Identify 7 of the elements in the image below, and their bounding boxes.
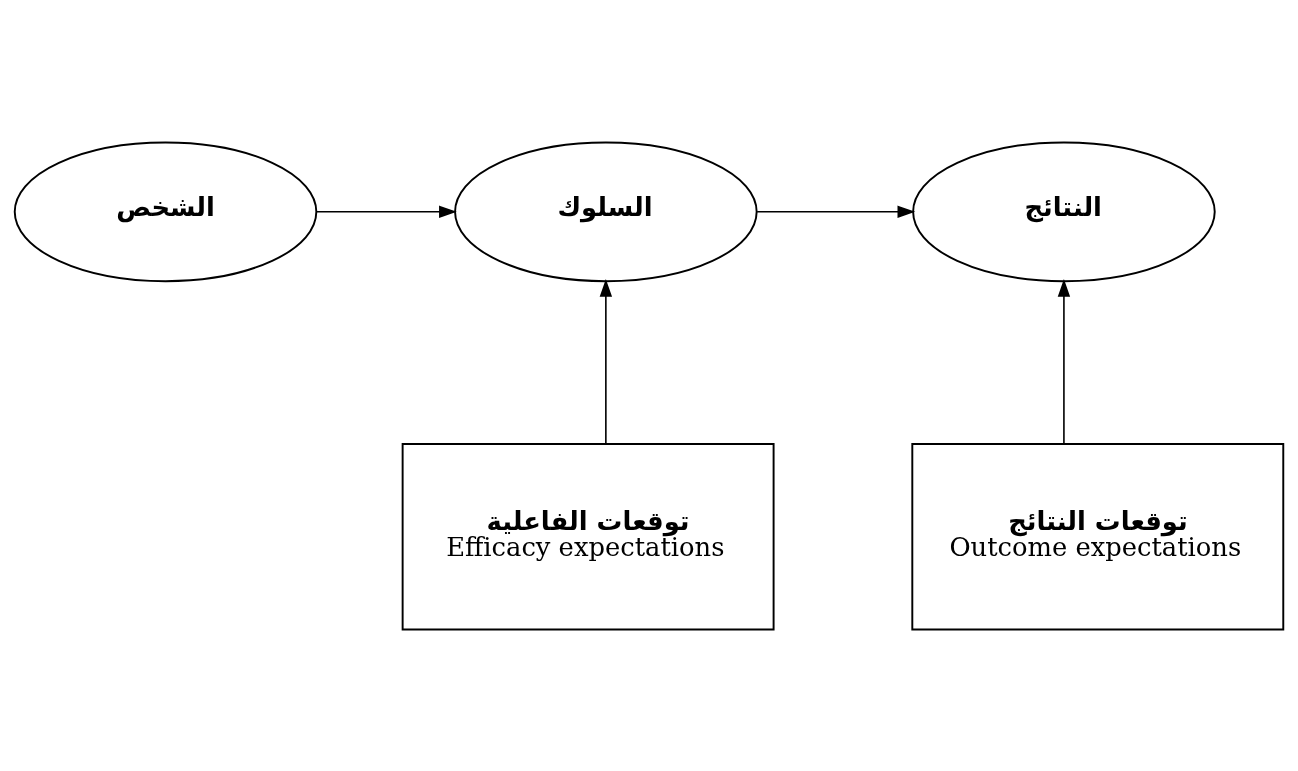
arrow <box>315 205 457 218</box>
arrow <box>599 278 613 445</box>
node-ellipse: الشخص <box>13 141 318 282</box>
arrow <box>756 205 916 218</box>
node-ellipse: السلوك <box>454 141 758 282</box>
node-ellipse: النتائج <box>912 141 1216 282</box>
arrow <box>1057 278 1071 445</box>
